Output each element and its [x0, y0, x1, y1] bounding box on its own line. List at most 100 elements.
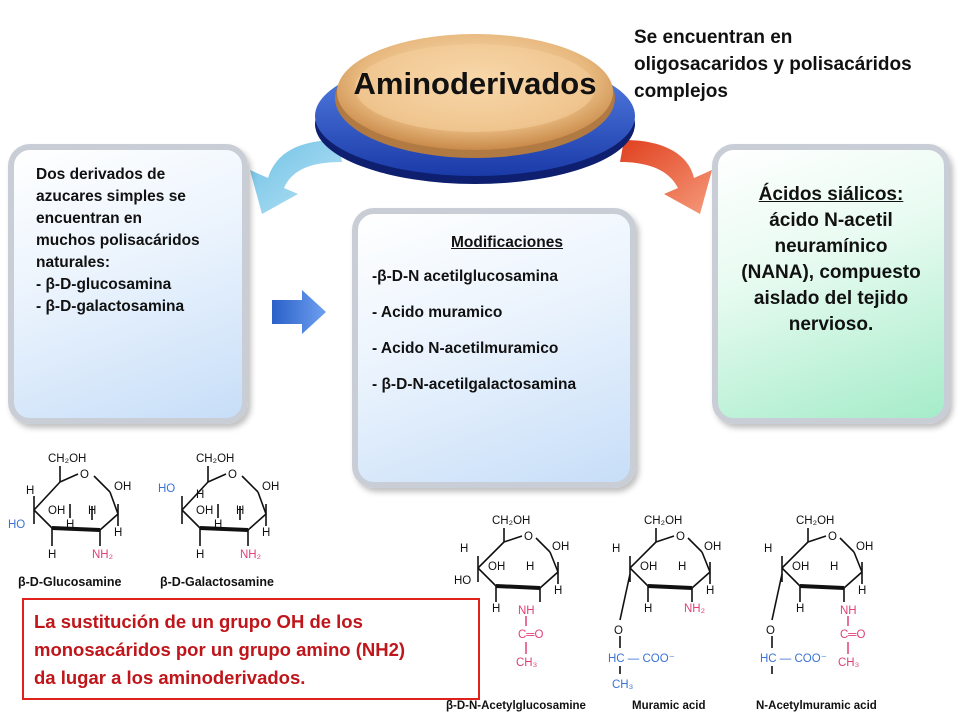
galactosamine-h: H	[214, 519, 222, 531]
left-box-line: - β-D-glucosamina	[36, 276, 172, 293]
galactosamine-nh2: NH₂	[240, 549, 261, 561]
glucosamine-h: H	[48, 549, 56, 561]
muramic-acid-label: Muramic acid	[632, 700, 706, 712]
glucosamine-h: H	[88, 505, 96, 517]
left-info-box: Dos derivados de azucares simples se enc…	[8, 144, 248, 424]
acetylmuramic-h: H	[764, 543, 772, 555]
top-note: Se encuentran en oligosacaridos y polisa…	[634, 24, 944, 105]
muramic-nh2: NH₂	[684, 603, 705, 615]
muramic-ch3: CH₃	[612, 679, 634, 691]
glucosamine-oh: OH	[48, 505, 65, 517]
muramic-o: O	[676, 531, 685, 543]
modification-item: - Acido N-acetilmuramico	[372, 340, 559, 357]
top-note-line: Se encuentran en	[634, 27, 793, 48]
acetylglucosamine-oh: OH	[552, 541, 569, 553]
acetylmuramic-ch3: CH₃	[838, 657, 860, 669]
acetylglucosamine-ch3: CH₃	[516, 657, 538, 669]
muramic-h: H	[612, 543, 620, 555]
sialic-body-line: aislado del tejido	[753, 288, 909, 309]
acetylmuramic-acid-structure: CH₂OH O H OH OH H H H NH C═O CH₃ O HC — …	[760, 515, 873, 674]
glucosamine-nh2: NH₂	[92, 549, 113, 561]
bottom-note-line: da lugar a los aminoderivados.	[34, 667, 306, 688]
muramic-acid-structure: CH₂OH O H OH OH H H H NH₂ O HC — COO⁻ CH…	[608, 515, 721, 691]
galactosamine-h: H	[236, 505, 244, 517]
glucosamine-structure: CH₂OH O H OH H OH H HO H H NH₂	[8, 453, 131, 561]
acetylmuramic-ch2oh: CH₂OH	[796, 515, 834, 527]
top-note-line: complejos	[634, 81, 728, 102]
left-box-line: encuentran en	[36, 210, 142, 227]
acetylmuramic-oh: OH	[792, 561, 809, 573]
sialic-acids-box: Ácidos siálicos: ácido N-acetil neuramín…	[712, 144, 950, 424]
galactosamine-ch2oh: CH₂OH	[196, 453, 234, 465]
modification-item: - β-D-N-acetilgalactosamina	[372, 376, 577, 393]
acetylglucosamine-c-o: C═O	[518, 629, 543, 641]
muramic-h: H	[706, 585, 714, 597]
galactosamine-o: O	[228, 469, 237, 481]
galactosamine-structure: CH₂OH O HO OH H OH H H H H NH₂	[158, 453, 279, 561]
sialic-heading: Ácidos siálicos:	[758, 184, 904, 205]
galactosamine-h: H	[262, 527, 270, 539]
acetylmuramic-nh: NH	[840, 605, 857, 617]
muramic-o: O	[614, 625, 623, 637]
left-box-line: naturales:	[36, 254, 111, 271]
muramic-h: H	[678, 561, 686, 573]
bottom-note-line: La sustitución de un grupo OH de los	[34, 611, 363, 632]
modifications-box: Modificaciones -β-D-N acetilglucosamina …	[352, 208, 636, 488]
galactosamine-oh: OH	[196, 505, 213, 517]
glucosamine-o: O	[80, 469, 89, 481]
top-note-line: oligosacaridos y polisacáridos	[634, 54, 912, 75]
acetylglucosamine-ho: HO	[454, 575, 471, 587]
acetylglucosamine-h: H	[526, 561, 534, 573]
acetylmuramic-h: H	[796, 603, 804, 615]
left-box-line: Dos derivados de	[36, 166, 166, 183]
glucosamine-label: β-D-Glucosamine	[18, 575, 122, 589]
sialic-body-line: ácido N-acetil	[769, 210, 893, 231]
glucosamine-ho: HO	[8, 519, 25, 531]
left-box-line: muchos polisacáridos	[36, 232, 200, 249]
sialic-body-line: (NANA), compuesto	[741, 262, 921, 283]
galactosamine-h: H	[196, 549, 204, 561]
acetylmuramic-h: H	[858, 585, 866, 597]
left-box-line: azucares simples se	[36, 188, 186, 205]
sialic-body-line: nervioso.	[788, 314, 874, 335]
acetylmuramic-o: O	[828, 531, 837, 543]
sialic-body-line: neuramínico	[774, 236, 888, 257]
bottom-note-line: monosacáridos por un grupo amino (NH2)	[34, 639, 406, 660]
glucosamine-ch2oh: CH₂OH	[48, 453, 86, 465]
acetylglucosamine-nh: NH	[518, 605, 535, 617]
modification-item: -β-D-N acetilglucosamina	[372, 268, 559, 285]
acetylglucosamine-h: H	[492, 603, 500, 615]
muramic-ch2oh: CH₂OH	[644, 515, 682, 527]
glucosamine-h: H	[114, 527, 122, 539]
page-title: Aminoderivados	[353, 66, 597, 101]
acetylglucosamine-label: β-D-N-Acetylglucosamine	[446, 700, 586, 712]
muramic-hc-coo: HC — COO⁻	[608, 653, 675, 665]
modifications-heading: Modificaciones	[451, 234, 563, 251]
muramic-oh: OH	[640, 561, 657, 573]
acetylmuramic-acid-label: N-Acetylmuramic acid	[756, 700, 877, 712]
glucosamine-h: H	[66, 519, 74, 531]
muramic-oh: OH	[704, 541, 721, 553]
left-box-line: - β-D-galactosamina	[36, 298, 185, 315]
title-disc	[315, 34, 635, 184]
glucosamine-oh: OH	[114, 481, 131, 493]
acetylmuramic-oh: OH	[856, 541, 873, 553]
galactosamine-label: β-D-Galactosamine	[160, 575, 274, 589]
galactosamine-oh: OH	[262, 481, 279, 493]
acetylmuramic-h: H	[830, 561, 838, 573]
acetylglucosamine-oh: OH	[488, 561, 505, 573]
modification-item: - Acido muramico	[372, 304, 503, 321]
acetylglucosamine-structure: CH₂OH O H OH OH H HO H H NH C═O CH₃	[454, 515, 569, 669]
acetylglucosamine-h: H	[554, 585, 562, 597]
acetylglucosamine-ch2oh: CH₂OH	[492, 515, 530, 527]
bottom-note: La sustitución de un grupo OH de los mon…	[22, 598, 480, 700]
acetylmuramic-hc-coo: HC — COO⁻	[760, 653, 827, 665]
galactosamine-h: H	[196, 489, 204, 501]
glucosamine-h: H	[26, 485, 34, 497]
acetylmuramic-o: O	[766, 625, 775, 637]
acetylglucosamine-h: H	[460, 543, 468, 555]
acetylglucosamine-o: O	[524, 531, 533, 543]
blue-arrow-icon	[272, 290, 326, 334]
galactosamine-ho: HO	[158, 483, 175, 495]
acetylmuramic-c-o: C═O	[840, 629, 865, 641]
